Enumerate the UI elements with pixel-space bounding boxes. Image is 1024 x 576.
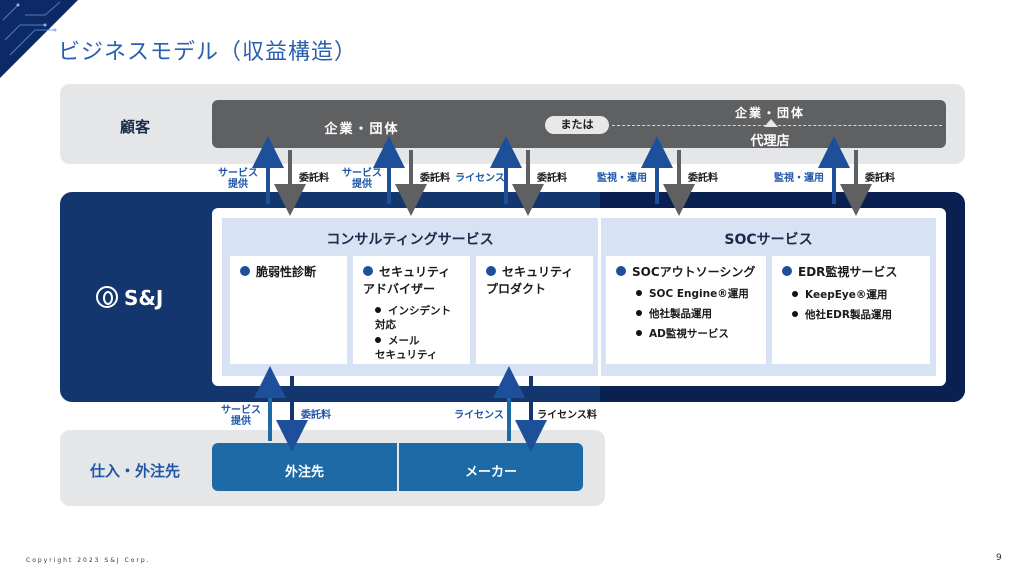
list-item: 他社製品運用 [606, 301, 766, 321]
customer-company: 企業・団体 [324, 122, 400, 137]
list-item: メール セキュリティ [375, 335, 438, 361]
copyright: Copyright 2023 S&J Corp. [26, 557, 151, 564]
bullet-icon [616, 266, 626, 276]
flow-label-fee: 委託料 [299, 173, 329, 184]
card-title: SOCアウトソーシング [632, 265, 756, 279]
circuit-corner-decoration [0, 0, 78, 78]
list-item: 他社EDR製品運用 [772, 302, 930, 322]
flow-label-service: サービス提供 [342, 168, 382, 190]
list-item: SOC Engine®運用 [606, 281, 766, 301]
or-badge: または [545, 116, 609, 134]
sj-logo: S&J [96, 286, 163, 310]
bullet-icon [486, 266, 496, 276]
card-vulnerability: 脆弱性診断 [230, 256, 347, 364]
customer-label: 顧客 [119, 118, 150, 136]
card-title: EDR監視サービス [798, 265, 898, 279]
list-item: KeepEye®運用 [772, 281, 930, 302]
flow-label-fee: 委託料 [537, 173, 567, 184]
flow-label-license: ライセンス [455, 173, 505, 184]
page-title: ビジネスモデル（収益構造） [58, 40, 358, 65]
bullet-icon [792, 311, 798, 317]
card-product: セキュリティ プロダクト [476, 256, 593, 364]
card-title: セキュリティ アドバイザー [363, 265, 451, 296]
card-title: 脆弱性診断 [256, 265, 317, 279]
supplier-divider [397, 443, 399, 491]
bullet-icon [240, 266, 250, 276]
customer-company-alt: 企業・団体 [734, 106, 805, 120]
flow-label-monitor: 監視・運用 [774, 173, 824, 184]
bullet-icon [782, 266, 792, 276]
card-soc-outsourcing: SOCアウトソーシング SOC Engine®運用 他社製品運用 AD監視サービ… [606, 256, 766, 364]
logo-mark-icon [96, 286, 118, 308]
flow-label-license: ライセンス [454, 410, 504, 421]
logo-text: S&J [124, 286, 164, 310]
card-edr: EDR監視サービス KeepEye®運用 他社EDR製品運用 [772, 256, 930, 364]
supplier-maker: メーカー [464, 465, 517, 480]
supplier-label: 仕入・外注先 [89, 462, 180, 480]
customer-agency: 代理店 [750, 134, 790, 149]
bullet-icon [375, 307, 381, 313]
list-item: インシデント 対応 [375, 305, 451, 331]
card-title: セキュリティ プロダクト [486, 265, 574, 296]
flow-label-fee: 委託料 [865, 173, 895, 184]
flow-label-fee: 委託料 [688, 173, 718, 184]
bullet-icon [363, 266, 373, 276]
soc-heading: SOCサービス [724, 232, 813, 248]
bullet-icon [375, 337, 381, 343]
bullet-icon [792, 291, 798, 297]
consulting-heading: コンサルティングサービス [326, 232, 494, 248]
bullet-icon [636, 290, 642, 296]
triangle-marker [764, 119, 778, 127]
flow-label-service: サービス提供 [221, 405, 261, 427]
bullet-icon [636, 310, 642, 316]
list-item: AD監視サービス [606, 321, 766, 341]
bullet-icon [636, 330, 642, 336]
page-number: 9 [996, 553, 1002, 563]
flow-label-monitor: 監視・運用 [597, 173, 647, 184]
flow-label-fee: 委託料 [301, 410, 331, 421]
flow-label-license-fee: ライセンス料 [537, 410, 597, 421]
card-advisor: セキュリティ アドバイザー インシデント 対応 メール セキュリティ [353, 256, 470, 364]
flow-label-fee: 委託料 [420, 173, 450, 184]
flow-label-service: サービス提供 [218, 168, 258, 190]
supplier-outsource: 外注先 [284, 465, 324, 480]
